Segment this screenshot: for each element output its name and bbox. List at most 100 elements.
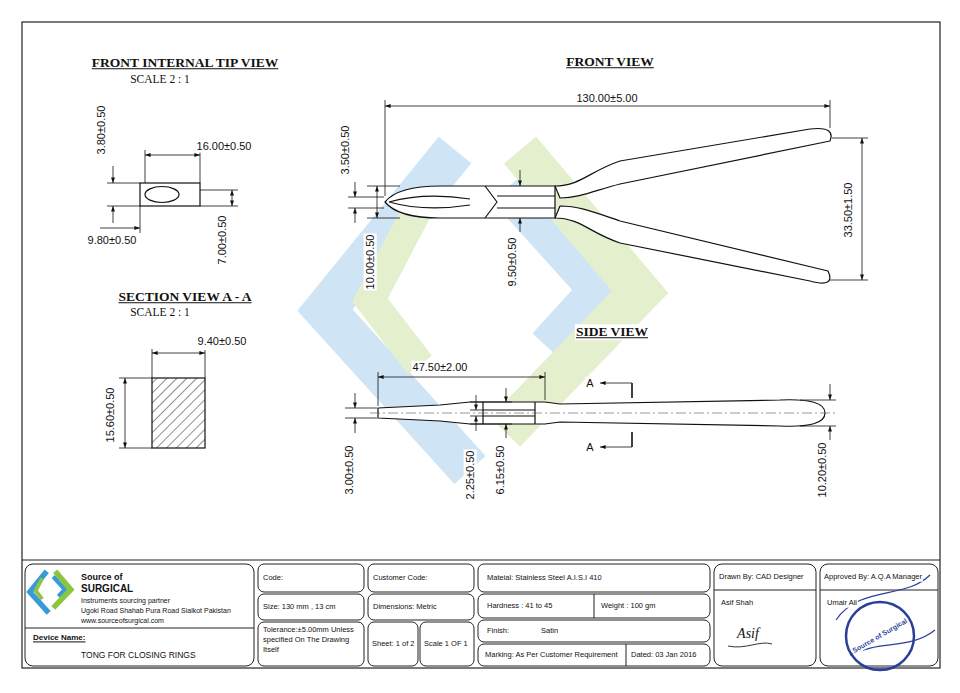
dimension-lines [631, 383, 633, 398]
title-block-text: Instruments sourcing partner [80, 597, 171, 605]
dimension-text: 33.50±1.50 [842, 182, 855, 239]
dimension-lines [367, 218, 400, 219]
title-block [594, 594, 595, 618]
dimension-lines [830, 100, 831, 128]
section-hatch [152, 378, 205, 448]
dimension-lines [345, 408, 377, 409]
title-block [478, 644, 710, 666]
company-logo [53, 571, 71, 608]
dimension-lines [600, 383, 632, 384]
view-heading: FRONT VIEW [565, 54, 655, 70]
watermark-logo [370, 205, 420, 365]
company-logo [36, 578, 43, 599]
title-block [478, 594, 710, 618]
dimension-lines [470, 410, 483, 411]
title-block-text: Sheet: 1 of 2 [371, 640, 416, 649]
sheet-frame [22, 22, 940, 668]
dimension-lines [145, 155, 200, 156]
dimension-lines [506, 388, 507, 402]
dimension-lines [830, 426, 831, 440]
view-heading: SECTION VIEW A - A [117, 289, 252, 305]
title-block-text: Size: 130 mm , 13 cm [262, 603, 337, 612]
dimension-lines [545, 372, 546, 400]
dimension-lines [348, 197, 384, 198]
title-block-text: Dated: 03 Jan 2016 [630, 651, 697, 660]
plier-front [555, 206, 830, 283]
title-block-text: Weight : 100 gm [600, 602, 656, 611]
dimension-text: 130.00±5.00 [575, 92, 638, 105]
dimension-text: 2.25±0.50 [464, 450, 477, 501]
dimension-lines [140, 206, 141, 233]
scale-note: SCALE 2 : 1 [129, 306, 191, 319]
dimension-lines [476, 395, 477, 410]
title-block-text: Scale 1 OF 1 [423, 640, 469, 649]
plier-front [385, 186, 555, 218]
dimension-lines [470, 424, 512, 425]
title-block [478, 564, 710, 592]
title-block-text: Ugoki Road Shahab Pura Road Sialkot Paki… [80, 607, 232, 615]
dimension-lines [830, 384, 831, 400]
dimension-text: 9.40±0.50 [197, 335, 248, 348]
company-logo [30, 571, 49, 613]
dimension-lines [600, 447, 632, 448]
dimension-lines [232, 190, 233, 206]
dimension-lines [832, 138, 868, 139]
approval-stamp [846, 602, 914, 670]
sheet-frame [22, 559, 940, 560]
dimension-lines [862, 138, 863, 280]
dimension-lines [367, 186, 400, 187]
dimension-text: A [585, 377, 594, 390]
title-block [368, 564, 474, 592]
title-block [626, 644, 627, 666]
title-block-text: Umair Ali [826, 599, 858, 608]
title-block [368, 594, 474, 620]
company-logo [30, 571, 71, 613]
dimension-lines [506, 424, 507, 438]
dimension-lines [119, 349, 205, 448]
dimension-lines [800, 400, 836, 401]
title-block [420, 622, 474, 666]
dimension-lines [470, 416, 483, 417]
dimension-lines [113, 206, 114, 223]
dimension-text: 47.50±2.00 [412, 361, 469, 374]
dimension-lines [345, 372, 836, 447]
title-block [714, 564, 816, 666]
dimension-lines [470, 402, 512, 403]
dimension-lines [113, 166, 114, 183]
dimension-text: 16.00±0.50 [196, 140, 253, 153]
title-block [25, 564, 254, 666]
approval-stamp [836, 575, 935, 655]
dimension-lines [355, 393, 356, 408]
dimension-lines [100, 228, 140, 229]
dimension-lines [520, 170, 521, 186]
view-heading: SIDE VIEW [575, 324, 649, 340]
title-block [820, 590, 938, 591]
dimension-text: 6.15±0.50 [494, 445, 507, 496]
dimension-text: 9.50±0.50 [506, 237, 519, 288]
title-block [258, 622, 364, 666]
tip-view [140, 183, 200, 206]
title-block-text: Marking: As Per Customer Requirement [484, 651, 619, 660]
dimension-lines [377, 186, 378, 218]
dimension-lines [355, 418, 356, 433]
approval-stamp [836, 575, 935, 670]
title-block-text: TONG FOR CLOSING RINGS [80, 651, 197, 661]
title-block-text: Mateial: Stainless Steel A.I.S.I 410 [486, 574, 603, 583]
title-block-text: Dimensions: Metric [372, 603, 438, 612]
scale-note: SCALE 2 : 1 [129, 73, 191, 86]
title-block-text: Approved By: A.Q.A Manager [823, 573, 923, 582]
title-block [368, 622, 418, 666]
dimension-lines [348, 208, 384, 209]
title-block [25, 564, 938, 666]
title-block [258, 594, 364, 620]
tip-view [145, 187, 179, 203]
tip-view [140, 183, 200, 206]
title-block-text: Tolerance:±5.00mm Unless specified On Th… [262, 625, 362, 654]
dimension-lines [119, 448, 152, 449]
title-block-text: www.sourceofsurgical.com [80, 617, 165, 625]
title-block-text: Source of [80, 572, 124, 582]
dimension-text: 9.80±0.50 [87, 234, 138, 247]
